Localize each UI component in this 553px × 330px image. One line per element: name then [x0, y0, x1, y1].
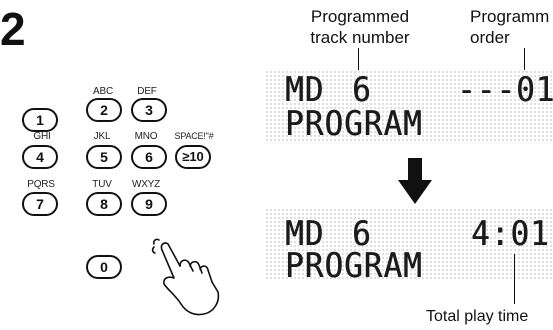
lcd-program-order-before: ---01 [457, 70, 553, 110]
lcd-track-after: 6 [352, 214, 372, 254]
program-order-pointer-line [524, 48, 525, 70]
key-2-button[interactable]: 2 [86, 98, 122, 122]
key-8-button[interactable]: 8 [86, 192, 122, 216]
key-0-button[interactable]: 0 [86, 255, 122, 279]
key-3-button[interactable]: 3 [131, 98, 167, 122]
total-play-time-label: Total play time [426, 308, 529, 325]
key-4-button[interactable]: 4 [22, 145, 58, 169]
programmed-track-number-label-line1: Programmed [310, 7, 410, 26]
display-before: MD 6 ---01 PROGRAM [265, 70, 553, 148]
lcd-source-after: MD [285, 214, 325, 254]
lcd-background-before [265, 70, 553, 142]
numeric-keypad: ABC DEF 1 2 3 GHI JKL MNO SPACE!"# 4 5 6… [0, 0, 260, 330]
lcd-program-after: PROGRAM [285, 246, 423, 286]
lcd-source-before: MD [285, 70, 325, 110]
program-order-label-line1: Programm [470, 7, 550, 26]
key-5-sublabel: JKL [93, 131, 111, 142]
total-play-time-pointer-line [514, 254, 515, 304]
key-10plus-sublabel: SPACE!"# [174, 131, 214, 141]
pressing-hand-icon [151, 238, 220, 316]
key-1-button[interactable]: 1 [22, 108, 58, 132]
programmed-track-number-label-line2: track number [310, 28, 410, 47]
key-8-sublabel: TUV [92, 179, 112, 190]
key-7-sublabel: PQRS [27, 179, 55, 190]
track-number-pointer-line [358, 48, 359, 70]
program-order-label-line2: order [470, 28, 510, 47]
key-6-button[interactable]: 6 [131, 145, 167, 169]
lcd-background-after [265, 208, 553, 280]
lcd-program-before: PROGRAM [285, 104, 423, 144]
key-4-sublabel: GHI [33, 131, 51, 142]
key-9-button[interactable]: 9 [131, 192, 167, 216]
key-9-sublabel: WXYZ [131, 179, 161, 190]
step-number: 2 [0, 3, 26, 55]
lcd-track-before: 6 [352, 70, 372, 110]
program-order-label: Programm order [470, 6, 549, 48]
lcd-total-time-after: 4:01 [471, 214, 550, 254]
key-6-sublabel: MNO [134, 131, 158, 142]
programmed-track-number-label: Programmed track number [300, 6, 420, 48]
key-7-button[interactable]: 7 [22, 192, 58, 216]
display-after: MD 6 4:01 PROGRAM [265, 208, 553, 286]
key-2-sublabel: ABC [93, 86, 113, 97]
key-3-sublabel: DEF [137, 86, 157, 97]
down-arrow-icon [398, 158, 432, 204]
key-5-button[interactable]: 5 [86, 145, 122, 169]
key-10plus-button[interactable]: ≥10 [175, 145, 211, 169]
